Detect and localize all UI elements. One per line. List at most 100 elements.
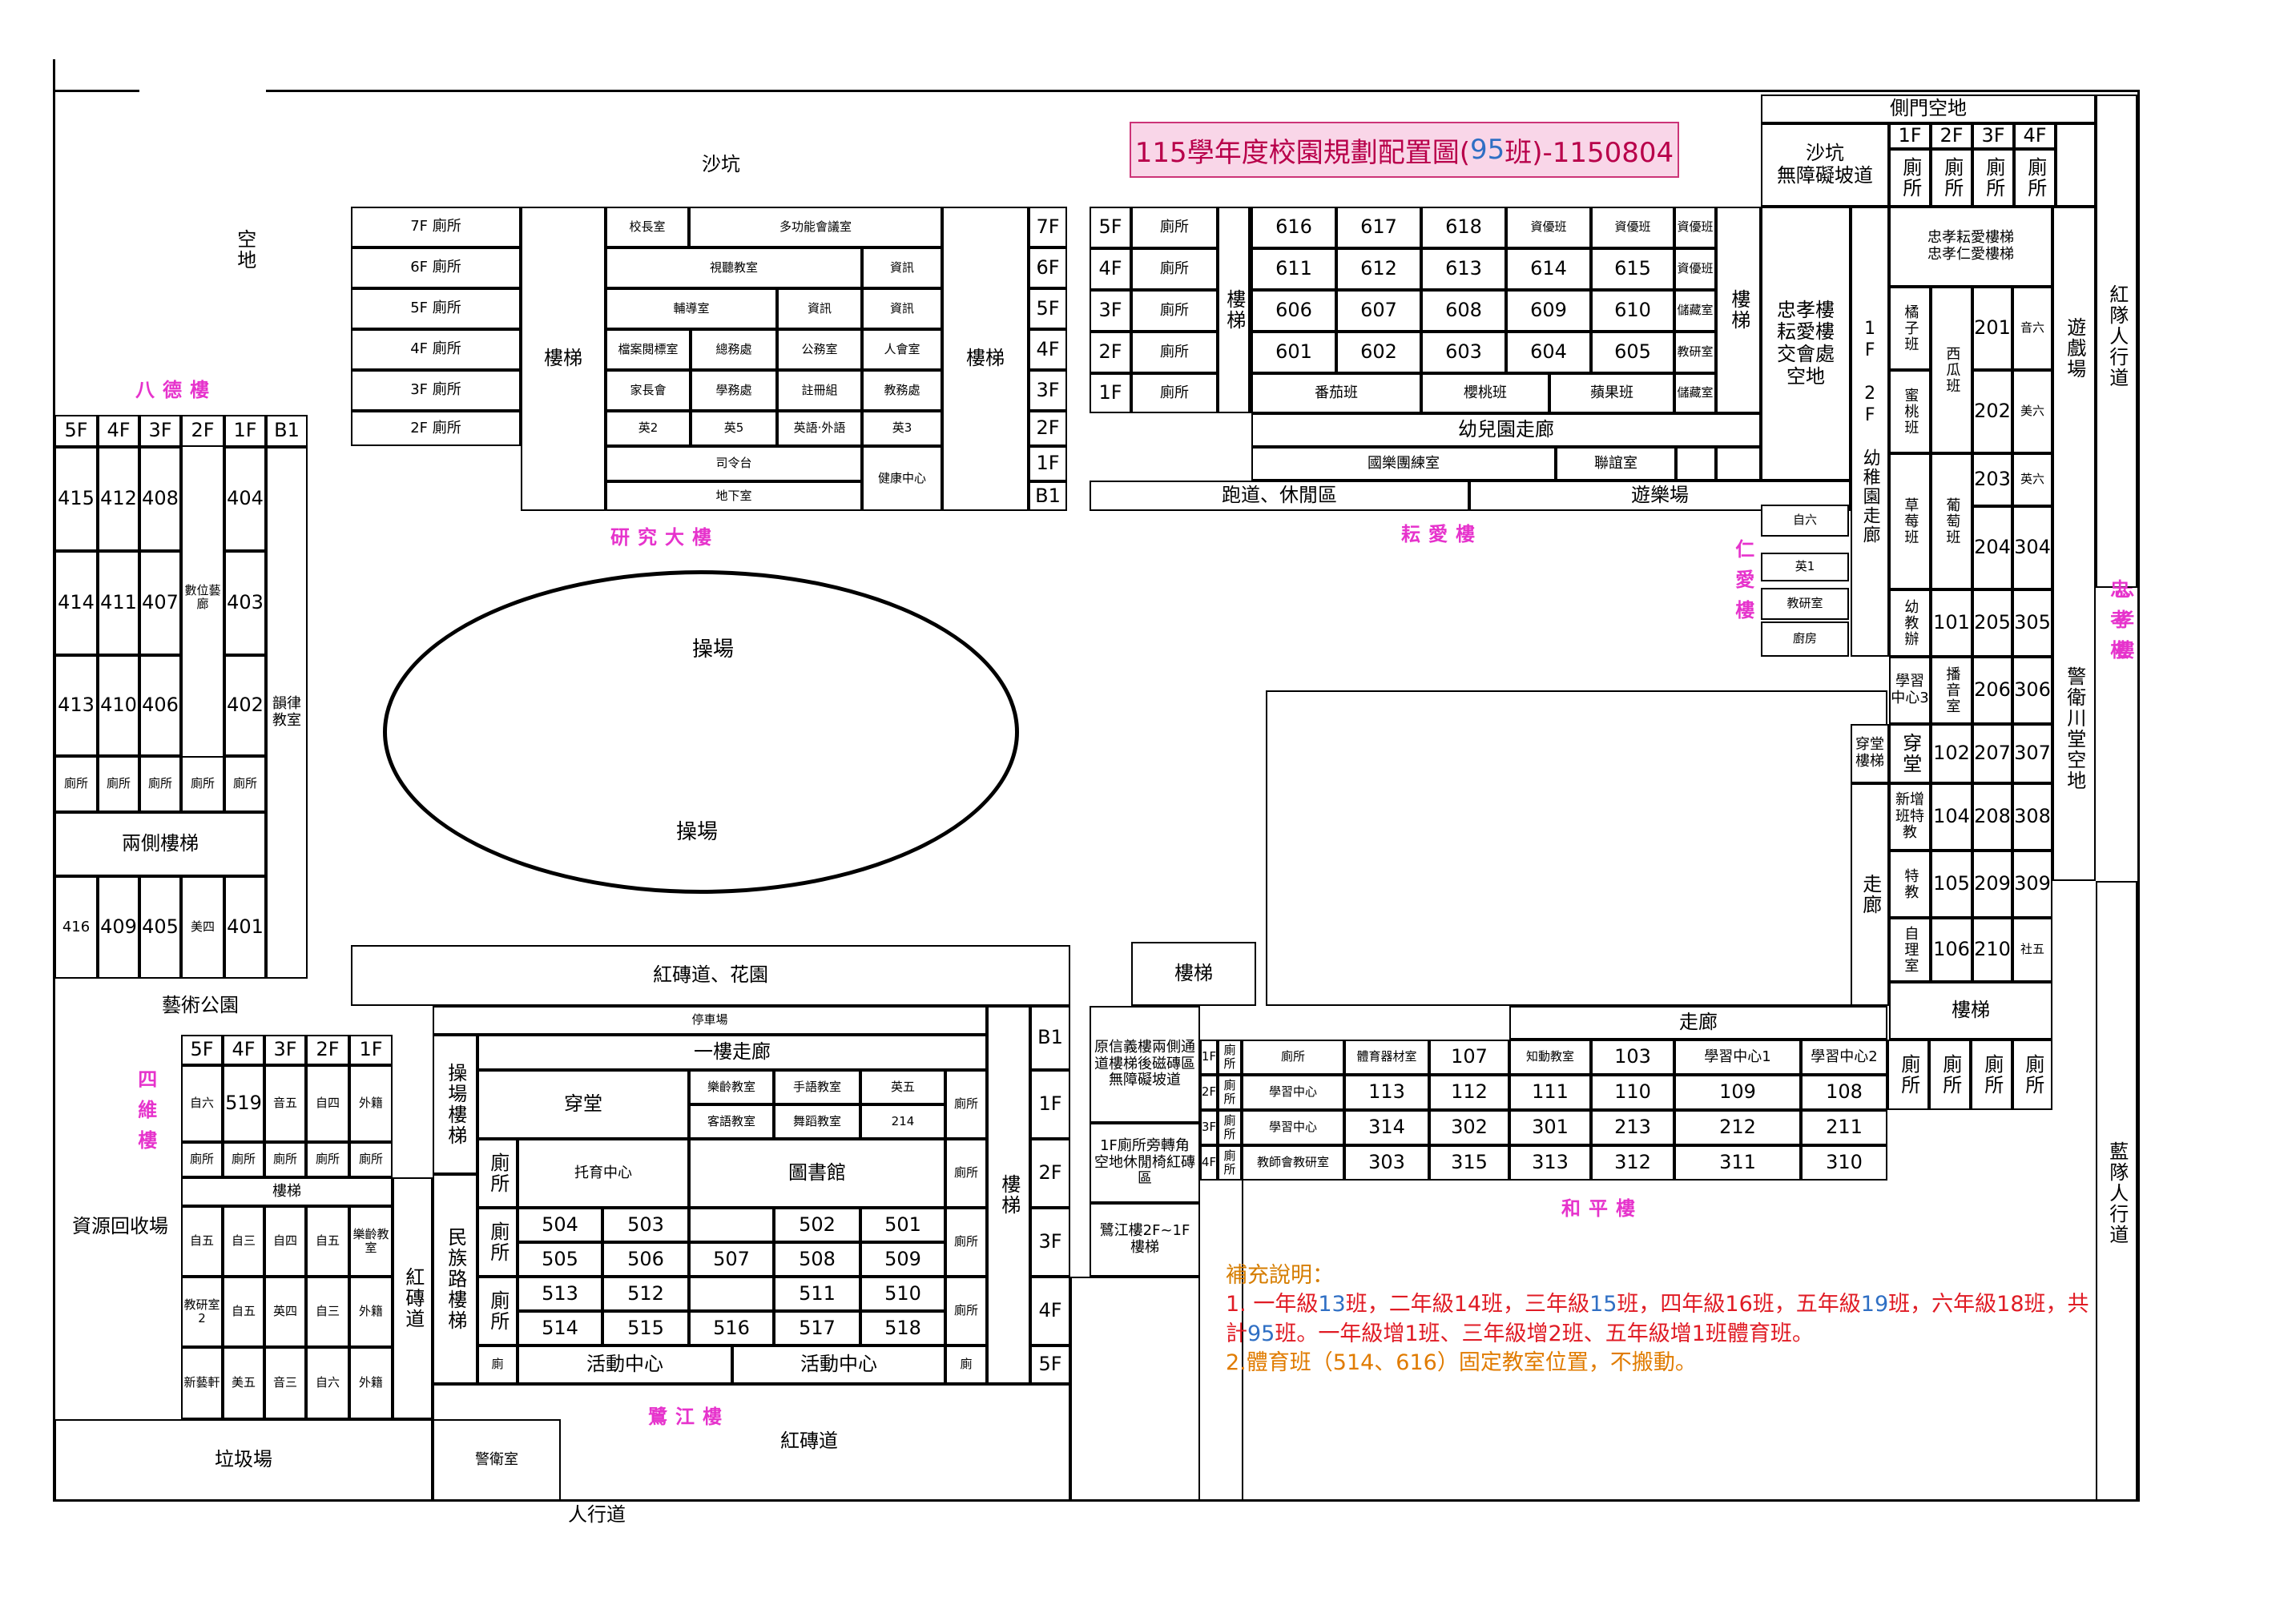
classroom: 509: [860, 1242, 945, 1277]
luojiang-toilet: 廁所: [477, 1208, 518, 1277]
blank-cell: [689, 1277, 774, 1311]
gifted-class: 資優班: [1506, 207, 1591, 248]
siwei-toilet: 廁所: [181, 1142, 223, 1177]
health-center: 健康中心: [862, 446, 942, 511]
floor-label: 4F: [98, 415, 139, 447]
classroom: 103: [1591, 1040, 1674, 1075]
zx-toilet: 廁所: [1972, 149, 2014, 207]
renai-building-label: 仁愛樓: [1731, 539, 1754, 630]
yunai-toilet: 廁所: [1131, 332, 1218, 373]
bade-toilet: 廁所: [181, 756, 224, 812]
kindergarten-class: 草莓班: [1889, 453, 1931, 589]
classroom: 602: [1336, 332, 1421, 373]
minzu-road-stairs: 民族路樓梯: [433, 1174, 477, 1384]
yunai-toilet: 廁所: [1131, 290, 1218, 332]
red-brick-path: 紅磚道: [393, 1177, 433, 1419]
heping-end-toilet: 廁所: [2012, 1040, 2052, 1110]
digital-gallery: 數位藝廊: [184, 582, 221, 611]
floor-label: 1F: [1029, 446, 1067, 481]
heping-end-toilet: 廁所: [1887, 1040, 1929, 1110]
kindergarten-class: 橘子班: [1889, 287, 1931, 370]
senior-learning-room: 樂齡教室: [689, 1070, 774, 1104]
luojiang-toilet-short: 廁: [477, 1345, 518, 1384]
blank-area: [1070, 1277, 1200, 1501]
classroom: 203: [1972, 453, 2012, 506]
floor-label: 4F: [1090, 248, 1131, 290]
learning-center: 學習中心: [1242, 1110, 1344, 1145]
floor-label: 2F: [1931, 123, 1972, 149]
research-toilet-row: 5F 廁所: [351, 288, 521, 329]
classroom: 502: [774, 1208, 860, 1242]
luojiang-stairs-note: 鷺江樓2F~1F樓梯: [1090, 1203, 1200, 1277]
self-care-room: 自理室: [1889, 918, 1931, 982]
registry: 註冊組: [777, 370, 862, 411]
sensory-room: 知動教室: [1509, 1040, 1591, 1075]
zx-toilet: 廁所: [2014, 149, 2056, 207]
sandpit-ramp: 沙坑 無障礙坡道: [1761, 123, 1889, 207]
blank-cell: [1716, 447, 1761, 481]
siwei-room: 美五: [223, 1347, 264, 1419]
classroom: 609: [1506, 290, 1591, 332]
siwei-room: 外籍: [349, 1347, 393, 1419]
classroom: 501: [860, 1208, 945, 1242]
general-affairs: 總務處: [691, 329, 777, 370]
bade-building-label: 八德樓: [135, 379, 217, 402]
toilet-tag: 廁所: [1218, 1145, 1242, 1181]
floor-label: 7F: [1029, 207, 1067, 247]
floor-label: 2F: [306, 1035, 349, 1065]
classroom: 309: [2012, 851, 2052, 918]
bade-b1-column: [266, 447, 308, 979]
kindergarten-teachers-office: 幼教辦: [1889, 589, 1931, 657]
classroom: 307: [2012, 724, 2052, 783]
floor-label: 4F: [223, 1035, 264, 1065]
social-room: 社五: [2012, 918, 2052, 982]
luojiang-toilet: 廁所: [945, 1139, 987, 1208]
research-toilet-row: 2F 廁所: [351, 411, 521, 446]
siwei-room: 音三: [264, 1347, 306, 1419]
classroom: 311: [1674, 1145, 1801, 1181]
broadcast-room: 播音室: [1931, 657, 1972, 724]
siwei-room: 英四: [264, 1277, 306, 1347]
activity-center: 活動中心: [518, 1345, 732, 1384]
kindergarten-class: 蜜桃班: [1889, 370, 1931, 453]
siwei-room: 外籍: [349, 1065, 393, 1142]
classroom: 511: [774, 1277, 860, 1311]
classroom: 312: [1591, 1145, 1674, 1181]
heping-yard: [1242, 1181, 2137, 1501]
yanjiu-building-label: 研究大樓: [610, 526, 719, 549]
info-room: 資訊: [862, 288, 942, 329]
storage-room: 儲藏室: [1674, 373, 1716, 413]
siwei-room: 教研室2: [181, 1277, 223, 1347]
principal-office: 校長室: [606, 207, 689, 247]
classroom: 213: [1591, 1110, 1674, 1145]
english-room: 英5: [691, 411, 777, 446]
classroom: 209: [1972, 851, 2012, 918]
classroom: 516: [689, 1311, 774, 1345]
classroom: 112: [1429, 1075, 1509, 1110]
luojiang-stairs: 樓梯: [987, 1006, 1030, 1384]
art-room: 美四: [181, 876, 224, 979]
siwei-room: 自五: [306, 1206, 349, 1277]
info-room: 資訊: [777, 288, 862, 329]
floor-label: B1: [1029, 481, 1067, 511]
empty-lot-label: 空地: [233, 229, 256, 271]
floor-label: 4F: [2014, 123, 2056, 149]
classroom: 308: [2012, 783, 2052, 851]
english-room: 英3: [862, 411, 942, 446]
blank-cell: [2056, 123, 2096, 207]
multipurpose-room: 多功能會議室: [689, 207, 942, 247]
kindergarten-class: 番茄班: [1251, 373, 1421, 413]
siwei-building-label: 四維樓: [134, 1069, 157, 1160]
command-stage: 司令台: [606, 446, 862, 481]
floor-label: 4F: [1029, 329, 1067, 370]
first-floor-corridor: 一樓走廊: [477, 1035, 987, 1070]
track-leisure-area: 跑道、休閒區: [1090, 481, 1469, 511]
floor-label: 3F: [1090, 290, 1131, 332]
heping-end-toilet: 廁所: [1971, 1040, 2012, 1110]
siwei-room: 樂齡教室: [349, 1206, 393, 1277]
classroom: 513: [518, 1277, 602, 1311]
sign-language-room: 手語教室: [774, 1070, 860, 1104]
outer-line-top: [266, 90, 2137, 92]
blank-cell: [1676, 447, 1716, 481]
playground-stairs: 操場樓梯: [433, 1035, 477, 1174]
